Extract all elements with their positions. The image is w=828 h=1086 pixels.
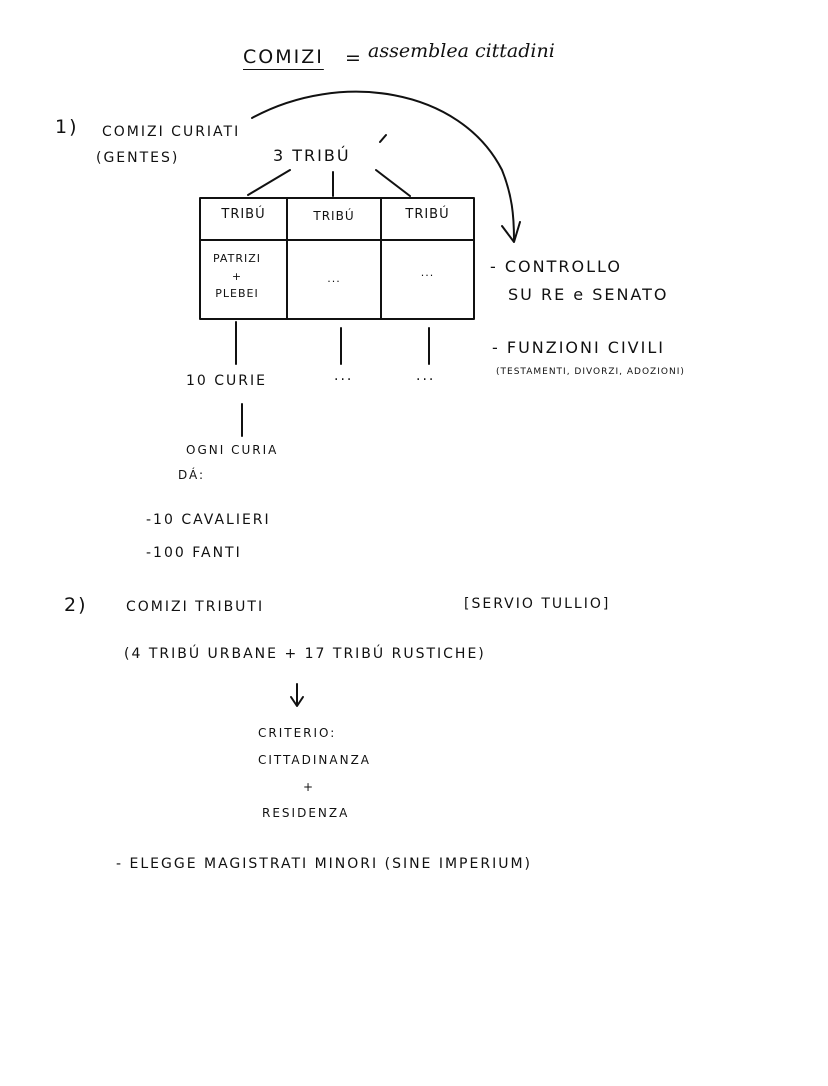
cell-plus: + — [231, 270, 243, 283]
section2-number: 2) — [64, 594, 88, 616]
table-header-2: TRIBÚ — [313, 209, 355, 223]
section2-name: COMIZI TRIBUTI — [126, 599, 265, 615]
function2: - FUNZIONI CIVILI — [492, 338, 665, 357]
branch-left — [247, 169, 291, 196]
cavalry-item: -10 CAVALIERI — [146, 512, 271, 528]
title-equals: = — [345, 47, 363, 69]
gives-label: DÁ: — [178, 468, 206, 482]
function2-detail: (TESTAMENTI, DIVORZI, ADOZIONI) — [496, 367, 685, 377]
cell-patrizi: PATRIZI — [213, 252, 261, 265]
cell-ellipsis-2: ... — [327, 272, 341, 285]
cell-plebei: PLEBEI — [215, 287, 259, 300]
section1-number: 1) — [55, 116, 79, 138]
title-definition: assemblea cittadini — [368, 40, 555, 62]
branch-right — [375, 169, 411, 197]
criterion-2: RESIDENZA — [262, 806, 350, 820]
curved-arrow-head — [501, 221, 521, 243]
table-header-3: TRIBÚ — [405, 207, 450, 222]
section2-composition: (4 TRIBÚ URBANE + 17 TRIBÚ RUSTICHE) — [124, 646, 486, 662]
tribes-label: 3 TRIBÚ — [273, 146, 351, 165]
page-title: COMIZI — [243, 46, 324, 68]
infantry-item: -100 FANTI — [146, 545, 242, 561]
every-curia: OGNI CURIA — [186, 443, 279, 457]
criterion-plus: + — [303, 780, 316, 794]
tribes-table-border — [199, 197, 475, 320]
elects-line: - ELEGGE MAGISTRATI MINORI (SINE IMPERIU… — [116, 856, 532, 872]
function1-line1: - CONTROLLO — [490, 257, 622, 276]
criterion-1: CITTADINANZA — [258, 753, 372, 767]
cell-ellipsis-3: ... — [420, 266, 435, 279]
curie-ellipsis-2: ... — [334, 368, 354, 384]
function1-line2: SU RE e SENATO — [508, 285, 669, 304]
section1-note: (GENTES) — [96, 150, 180, 166]
curie-label: 10 CURIE — [186, 373, 267, 389]
section1-name: COMIZI CURIATI — [102, 124, 241, 140]
criterion-label: CRITERIO: — [258, 726, 337, 740]
curved-arrow — [251, 90, 515, 241]
section2-founder: [SERVIO TULLIO] — [464, 596, 611, 612]
curie-ellipsis-3: ... — [416, 368, 436, 384]
table-header-1: TRIBÚ — [221, 207, 266, 222]
